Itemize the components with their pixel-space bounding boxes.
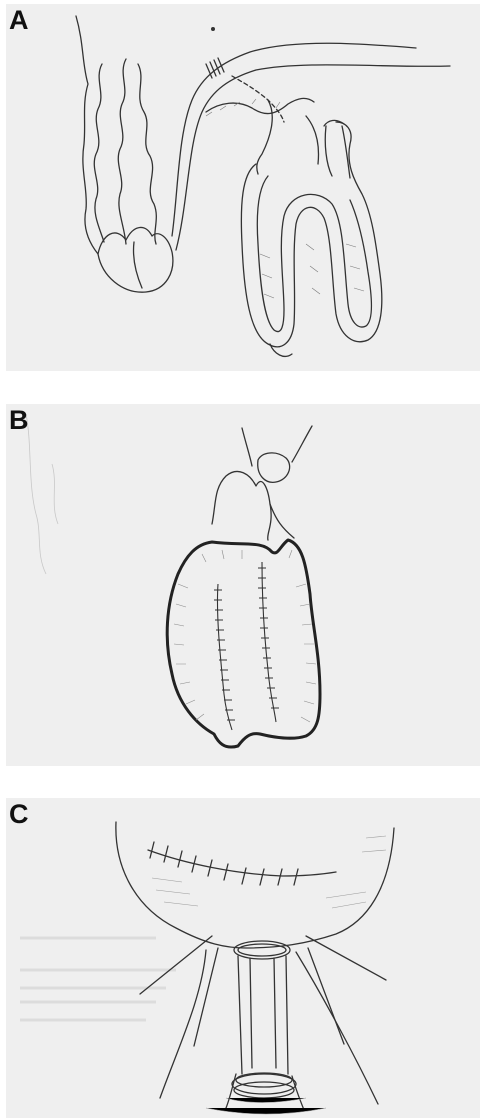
ink-speck [211, 27, 215, 31]
panel-b: B [6, 404, 480, 766]
panel-c-drawing [6, 798, 480, 1118]
panel-a: A [6, 4, 480, 371]
panel-c: C [6, 798, 480, 1118]
panel-label-c: C [9, 801, 29, 828]
panel-a-drawing [6, 4, 480, 371]
panel-label-a: A [9, 7, 29, 34]
panel-label-b: B [9, 407, 29, 434]
panel-b-drawing [6, 404, 480, 766]
